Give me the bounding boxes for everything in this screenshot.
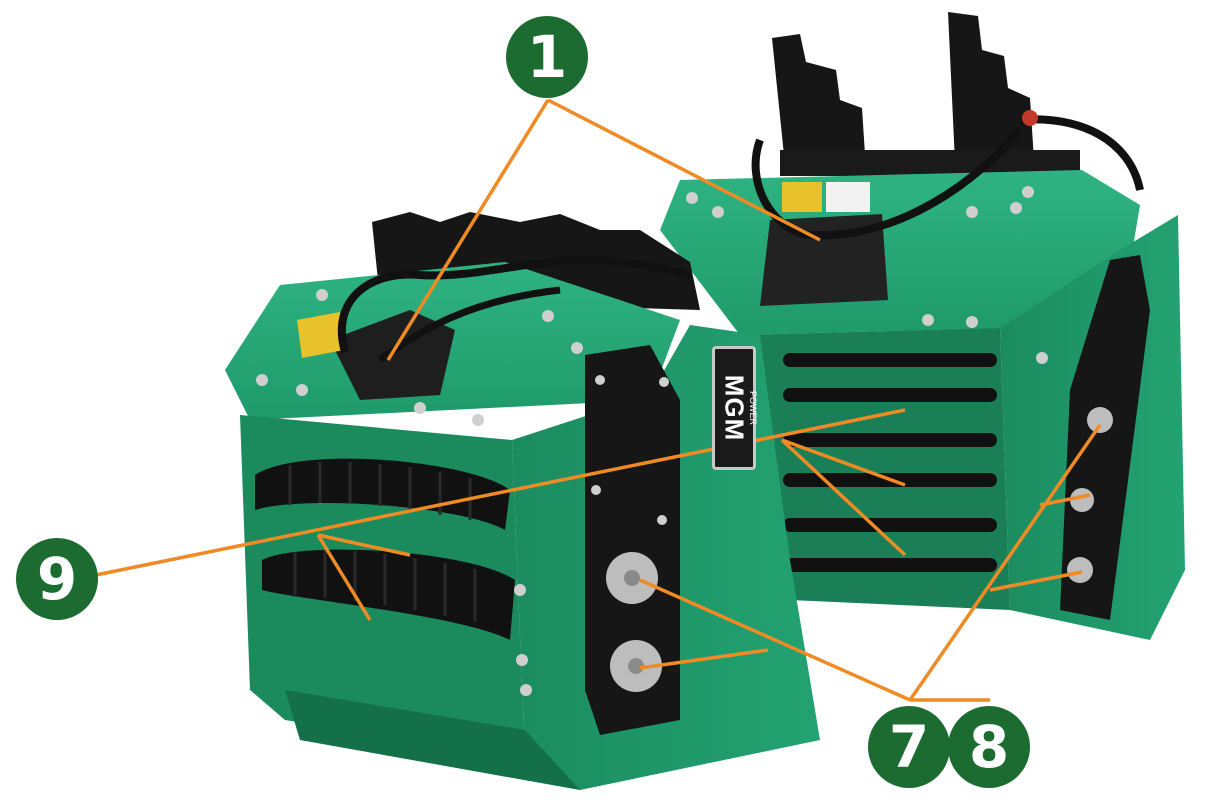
callout-8: 8: [948, 706, 1030, 788]
rear-mount-bracket-right: [948, 12, 1034, 162]
callout-9: 9: [16, 538, 98, 620]
callout-leader-lines: [95, 98, 1102, 702]
rear-mount-bracket-left: [772, 34, 866, 175]
rear-bearing-upper: [1087, 407, 1113, 433]
brand-sub: POWER: [748, 390, 759, 426]
callout-7: 7: [868, 706, 950, 788]
front-rotor-shafts: [255, 458, 515, 640]
rear-hydraulic-plate: [760, 214, 888, 306]
callout-1: 1: [506, 16, 588, 98]
rear-bearing-lower: [1067, 557, 1093, 583]
brand-name: MGM: [719, 374, 750, 442]
rear-screening-bucket: [660, 12, 1185, 640]
rear-side-drive-cover: [1060, 255, 1150, 620]
front-screening-bucket: [225, 212, 820, 790]
front-side-drive-cover: [585, 345, 680, 735]
mgm-power-brand-plate: MGM POWER: [712, 346, 759, 470]
